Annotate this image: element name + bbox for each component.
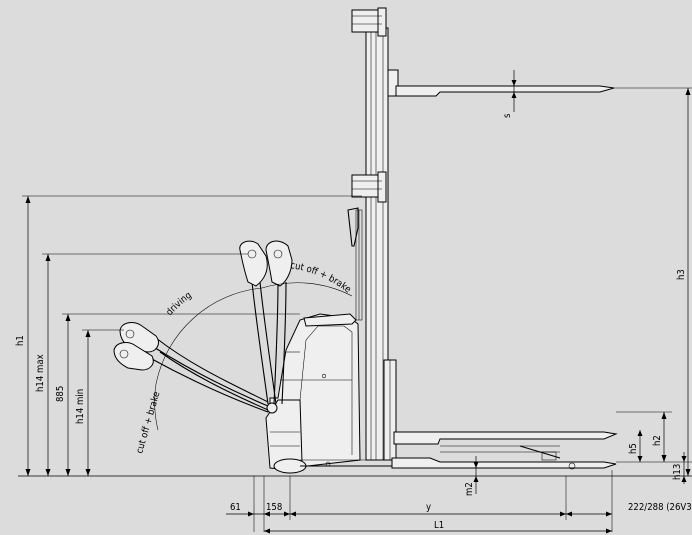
label-885: 885 [55,386,66,402]
raised-forks [387,69,615,97]
label-y: y [426,502,431,513]
label-s: s [502,113,513,118]
label-h1: h1 [15,335,26,346]
label-h14-min: h14 min [75,389,86,424]
arc-label-cutoff-top: cut off + brake [290,260,354,295]
left-dimensions: h1 h14 max 885 h14 min [15,195,692,477]
bottom-dimensions: 61 158 y 222/288 (26V3) L1 [226,470,692,534]
label-m2: m2 [464,482,475,496]
chassis [265,313,392,474]
label-h3: h3 [676,269,687,280]
label-h13: h13 [672,464,683,480]
mast [347,7,397,461]
label-222-288: 222/288 (26V3) [628,502,692,513]
right-dimensions: h3 h2 h5 h13 s m2 [464,70,692,496]
label-h14-max: h14 max [35,354,46,392]
label-61: 61 [230,502,241,513]
label-h2: h2 [652,435,663,446]
tiller-arms [113,240,293,414]
label-L1: L1 [434,520,444,531]
arc-label-cutoff-bottom: cut off + brake [134,390,162,454]
label-158: 158 [266,502,282,513]
lowered-forks [391,431,618,470]
label-h5: h5 [628,443,639,454]
